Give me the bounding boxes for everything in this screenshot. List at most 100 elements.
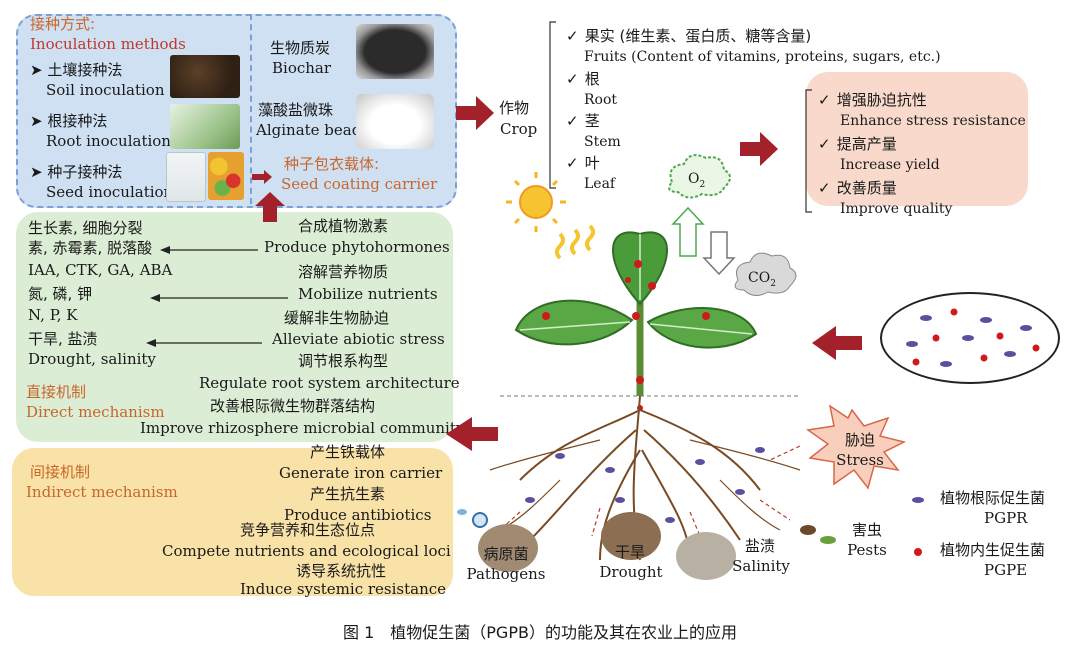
root-inoculation-label: ➤ 根接种法 bbox=[30, 112, 108, 130]
stress-cn: 胁迫 bbox=[844, 431, 875, 449]
direct-root-arch-cn: 调节根系构型 bbox=[298, 352, 389, 370]
o2-cloud-icon bbox=[668, 154, 731, 199]
stress-dash-4 bbox=[689, 511, 701, 537]
drought-pattern-photo bbox=[601, 512, 661, 560]
pgpr-legend-cn: 植物根际促生菌 bbox=[940, 489, 1046, 507]
drought-en: Drought bbox=[599, 563, 663, 581]
direct-left-hormones-en: IAA, CTK, GA, ABA bbox=[28, 261, 173, 279]
seed-inoculation-label: ➤ 种子接种法 bbox=[30, 163, 123, 181]
co2-down-arrow-icon bbox=[702, 231, 736, 276]
co2-cloud-icon bbox=[734, 252, 797, 296]
indirect-mechanism-panel bbox=[12, 448, 453, 596]
benefit-yield: ✓ 提高产量 bbox=[818, 135, 897, 153]
check-icon: ✓ bbox=[818, 179, 831, 197]
stress-dash-1 bbox=[769, 445, 801, 461]
indirect-iron-en: Generate iron carrier bbox=[279, 464, 443, 482]
pathogens-en: Pathogens bbox=[466, 565, 546, 583]
drought-cn: 干旱 bbox=[614, 543, 645, 561]
sun-icon bbox=[506, 172, 595, 260]
stress-dash-3 bbox=[591, 507, 601, 537]
pgpr-legend-marker bbox=[912, 497, 924, 503]
seed-coating-title-cn: 种子包衣载体: bbox=[284, 155, 380, 173]
check-icon: ✓ bbox=[566, 154, 579, 172]
direct-left-stress-cn: 干旱, 盐渍 bbox=[28, 330, 98, 348]
salinity-en: Salinity bbox=[732, 557, 790, 575]
check-icon: ✓ bbox=[566, 27, 579, 45]
plant-illustration bbox=[514, 231, 758, 411]
figure-caption: 图 1 植物促生菌（PGPB）的功能及其在农业上的应用 bbox=[343, 623, 737, 642]
pest-icon bbox=[800, 525, 836, 544]
pgpr-legend-en: PGPR bbox=[984, 509, 1028, 527]
inoculation-title-cn: 接种方式: bbox=[30, 15, 96, 33]
arrow-crop-to-benefits bbox=[740, 132, 778, 166]
benefits-panel bbox=[806, 72, 1028, 206]
pests-cn: 害虫 bbox=[851, 521, 882, 539]
root-seedling-photo bbox=[170, 104, 240, 149]
salinity-photo bbox=[676, 532, 736, 580]
direct-abiotic-en: Alleviate abiotic stress bbox=[272, 330, 445, 348]
crop-en: Crop bbox=[500, 120, 538, 138]
crop-part-leaf: ✓ 叶 bbox=[566, 154, 600, 172]
indirect-antibiotics-en: Produce antibiotics bbox=[284, 506, 432, 524]
biochar-cn: 生物质炭 bbox=[270, 39, 331, 57]
benefit-stress-en: Enhance stress resistance bbox=[840, 113, 1026, 129]
root-inoculation-en: Root inoculation bbox=[46, 132, 171, 150]
biochar-photo bbox=[356, 24, 434, 79]
soil-inoculation-label: ➤ 土壤接种法 bbox=[30, 61, 123, 79]
crop-part-leaf-en: Leaf bbox=[584, 176, 616, 192]
check-icon: ✓ bbox=[566, 112, 579, 130]
indirect-isr-en: Induce systemic resistance bbox=[240, 580, 447, 598]
seed-coating-title-en: Seed coating carrier bbox=[281, 175, 438, 193]
stress-en: Stress bbox=[836, 451, 884, 469]
direct-phytohormones-cn: 合成植物激素 bbox=[298, 217, 389, 235]
arrow-plant-to-direct bbox=[446, 417, 498, 451]
soil-photo bbox=[170, 55, 240, 98]
benefit-bracket bbox=[805, 89, 812, 213]
pgpr-in-soil bbox=[525, 447, 765, 523]
direct-left-stress-en: Drought, salinity bbox=[28, 350, 156, 368]
carrier-panel bbox=[250, 14, 455, 204]
triangle-bullet-icon: ➤ bbox=[30, 61, 43, 79]
direct-nutrients-cn: 溶解营养物质 bbox=[298, 263, 389, 281]
pgpe-legend-en: PGPE bbox=[984, 561, 1028, 579]
indirect-iron-cn: 产生铁载体 bbox=[310, 443, 386, 461]
biochar-en: Biochar bbox=[272, 59, 332, 77]
arrow-microbes-to-plant bbox=[812, 326, 862, 360]
o2-up-arrow-icon bbox=[671, 206, 705, 257]
microbes-in-ellipse bbox=[906, 308, 1040, 367]
indirect-compete-cn: 竞争营养和生态位点 bbox=[240, 521, 376, 539]
pgpe-legend-cn: 植物内生促生菌 bbox=[940, 541, 1046, 559]
check-icon: ✓ bbox=[818, 91, 831, 109]
crop-part-root-en: Root bbox=[584, 92, 618, 108]
crop-part-fruit: ✓ 果实 (维生素、蛋白质、糖等含量) bbox=[566, 27, 812, 45]
indirect-title-en: Indirect mechanism bbox=[26, 483, 178, 501]
direct-microbial-cn: 改善根际微生物群落结构 bbox=[210, 397, 376, 415]
benefit-yield-en: Increase yield bbox=[840, 157, 940, 173]
stress-burst bbox=[806, 404, 907, 490]
stress-dash-5 bbox=[759, 499, 791, 521]
direct-nutrients-en: Mobilize nutrients bbox=[298, 285, 438, 303]
arrow-inoc-to-crop bbox=[456, 96, 494, 130]
seed-beaker-photo bbox=[166, 152, 206, 202]
coated-seeds-photo bbox=[208, 152, 244, 200]
arrowhead-nutrients bbox=[150, 294, 160, 302]
co2-label: CO2 bbox=[748, 270, 776, 289]
crop-part-stem-en: Stem bbox=[584, 134, 621, 150]
crop-cn: 作物 bbox=[499, 99, 530, 117]
salinity-cn: 盐渍 bbox=[744, 537, 775, 555]
soil-inoculation-en: Soil inoculation bbox=[46, 81, 165, 99]
benefit-quality-en: Improve quality bbox=[840, 201, 953, 217]
crop-part-root: ✓ 根 bbox=[566, 70, 600, 88]
inoculation-title-en: Inoculation methods bbox=[30, 35, 186, 53]
direct-microbial-en: Improve rhizosphere microbial community bbox=[140, 419, 465, 437]
crop-part-fruit-en: Fruits (Content of vitamins, proteins, s… bbox=[584, 49, 941, 65]
direct-abiotic-cn: 缓解非生物胁迫 bbox=[284, 309, 390, 327]
arrow-seed-to-carrier bbox=[252, 170, 272, 184]
check-icon: ✓ bbox=[566, 70, 579, 88]
pgpe-legend-marker bbox=[914, 548, 922, 556]
alginate-cn: 藻酸盐微珠 bbox=[258, 101, 334, 119]
indirect-title-cn: 间接机制 bbox=[30, 463, 91, 481]
alginate-beads-photo bbox=[356, 94, 434, 149]
triangle-bullet-icon: ➤ bbox=[30, 112, 43, 130]
